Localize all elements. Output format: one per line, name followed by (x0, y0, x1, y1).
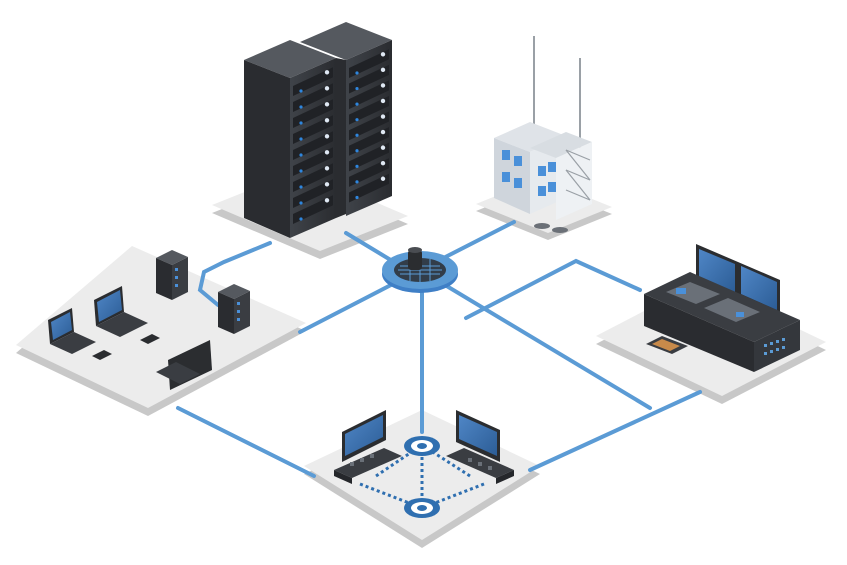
network-switch-icon[interactable] (382, 247, 458, 293)
rack-led (380, 83, 386, 88)
laptop-icon[interactable] (48, 308, 96, 354)
rack-units (293, 49, 389, 224)
monitor-icon[interactable] (738, 262, 780, 314)
antenna-tower-icon[interactable] (494, 36, 592, 233)
rack-led (355, 102, 359, 106)
cable-hub-to-console-link (464, 258, 642, 320)
rack-led (355, 133, 359, 137)
rack-led (299, 201, 303, 205)
rack-led (355, 86, 359, 91)
rack-led (324, 150, 330, 155)
mixing-console-icon[interactable] (644, 272, 800, 372)
rack-led (355, 149, 359, 153)
server-rack-icon[interactable] (218, 284, 250, 334)
rack-led (324, 134, 330, 139)
rack-led (299, 169, 303, 173)
rack-unit-slot (349, 64, 389, 94)
rack-unit-slot (349, 158, 389, 187)
rack-led (299, 217, 303, 221)
monitor-icon[interactable] (156, 340, 212, 390)
rack-led (299, 153, 303, 157)
rack-unit-slot (293, 83, 333, 112)
rack-led (355, 195, 359, 200)
rack-unit-slot (349, 111, 389, 141)
monitor-icon[interactable] (342, 410, 386, 462)
server-rack-icon[interactable] (156, 250, 188, 300)
rack-led (324, 70, 330, 75)
rack-unit-slot (293, 195, 333, 224)
rack-led (380, 176, 386, 181)
rack-unit-slot (293, 99, 333, 128)
cable-server-racks-to-office (197, 241, 272, 307)
laptop-icon[interactable] (94, 286, 148, 337)
wireless-node-icon[interactable] (404, 436, 440, 456)
rack-led (299, 185, 303, 189)
server-rack-icon[interactable] (244, 22, 392, 238)
rack-led (355, 71, 359, 75)
rack-led (380, 98, 386, 104)
cable-hub-to-control-room (418, 268, 652, 410)
rack-led (355, 164, 359, 168)
rack-unit-slot (293, 179, 333, 208)
rack-unit-slot (349, 142, 389, 172)
rack-led (324, 166, 330, 171)
rack-led (299, 89, 303, 93)
rack-unit-slot (349, 95, 389, 125)
rack-led (380, 145, 386, 150)
audio-console-icon[interactable] (446, 448, 514, 484)
mobile-device-icon (92, 334, 160, 360)
platform-office-workstations (16, 246, 306, 416)
rack-unit-slot (349, 127, 389, 156)
rack-led (324, 182, 330, 187)
rack-led (299, 105, 303, 109)
rack-led (355, 118, 359, 122)
rack-led (380, 114, 386, 119)
cable-office-to-commentary (176, 406, 316, 478)
tablet-icon[interactable] (646, 336, 688, 354)
rack-unit-slot (293, 115, 333, 144)
monitor-icon[interactable] (696, 244, 738, 296)
rack-led (324, 102, 330, 107)
wireless-node-icon[interactable] (404, 498, 440, 518)
rack-led (324, 118, 330, 123)
cables (176, 220, 702, 478)
rack-unit-slot (349, 49, 389, 78)
rack-led (355, 180, 359, 184)
office-workstations (48, 250, 250, 390)
rack-unit-slot (349, 80, 389, 110)
rack-unit-slot (293, 67, 333, 96)
rack-led (380, 129, 386, 135)
rack-unit-slot (293, 163, 333, 192)
rack-led (380, 52, 386, 57)
control-room (644, 244, 800, 372)
rack-unit-slot (293, 147, 333, 176)
monitor-icon[interactable] (456, 410, 500, 462)
rack-led (299, 137, 303, 141)
rack-led (380, 160, 386, 166)
rack-led (380, 67, 386, 73)
rack-led (324, 198, 330, 203)
rack-led (299, 121, 303, 125)
rack-led (324, 86, 330, 91)
rack-unit-slot (293, 131, 333, 160)
rack-unit-slot (349, 173, 389, 203)
commentary-positions (334, 410, 514, 518)
audio-console-icon[interactable] (334, 448, 402, 484)
cable-control-room-to-commentary (528, 390, 702, 472)
